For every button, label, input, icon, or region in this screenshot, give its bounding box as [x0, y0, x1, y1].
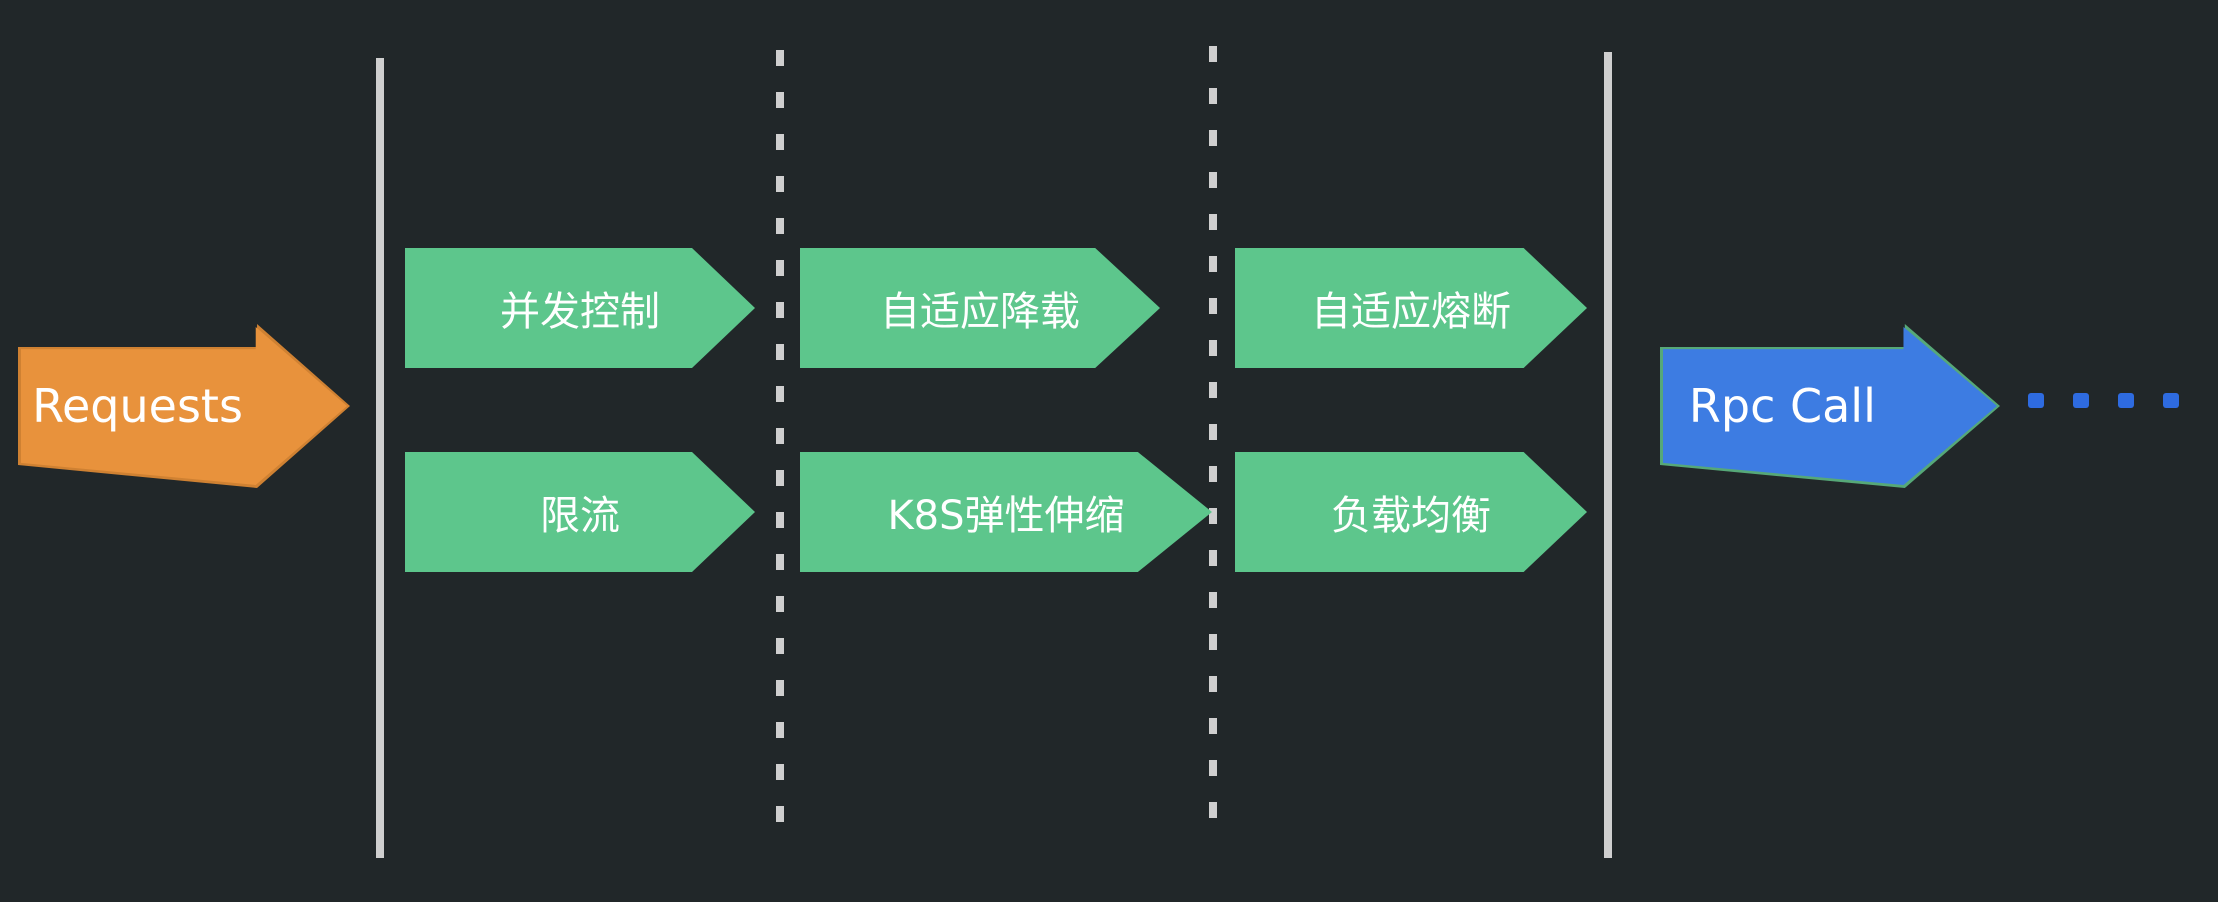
- stage-adaptive-circuit-breaker: 自适应熔断: [1235, 248, 1587, 368]
- stage-k8s-elastic-scaling-label: K8S弹性伸缩: [887, 493, 1125, 539]
- requests-label: Requests: [32, 379, 243, 433]
- separator-dotted-1: [776, 50, 784, 844]
- trailing-dot: [2118, 393, 2134, 408]
- stage-rate-limiting-label: 限流: [540, 493, 620, 539]
- trailing-dots: [2028, 393, 2179, 408]
- stage-adaptive-load-shedding: 自适应降载: [800, 248, 1160, 368]
- trailing-dot: [2028, 393, 2044, 408]
- rpc-call-label: Rpc Call: [1688, 379, 1876, 433]
- stage-rate-limiting: 限流: [405, 452, 755, 572]
- trailing-dot: [2163, 393, 2179, 408]
- stage-k8s-elastic-scaling: K8S弹性伸缩: [800, 452, 1212, 572]
- separator-dotted-2: [1209, 46, 1217, 838]
- rpc-call-arrow: Rpc Call: [1660, 324, 2000, 488]
- stage-concurrency-control-label: 并发控制: [500, 289, 660, 335]
- separator-solid-left: [376, 58, 384, 858]
- requests-arrow: Requests: [18, 324, 350, 488]
- stage-concurrency-control: 并发控制: [405, 248, 755, 368]
- separator-solid-right: [1604, 52, 1612, 858]
- stage-adaptive-load-shedding-label: 自适应降载: [880, 289, 1080, 335]
- trailing-dot: [2073, 393, 2089, 408]
- stage-load-balancing-label: 负载均衡: [1331, 493, 1491, 539]
- stage-adaptive-circuit-breaker-label: 自适应熔断: [1311, 289, 1511, 335]
- stage-load-balancing: 负载均衡: [1235, 452, 1587, 572]
